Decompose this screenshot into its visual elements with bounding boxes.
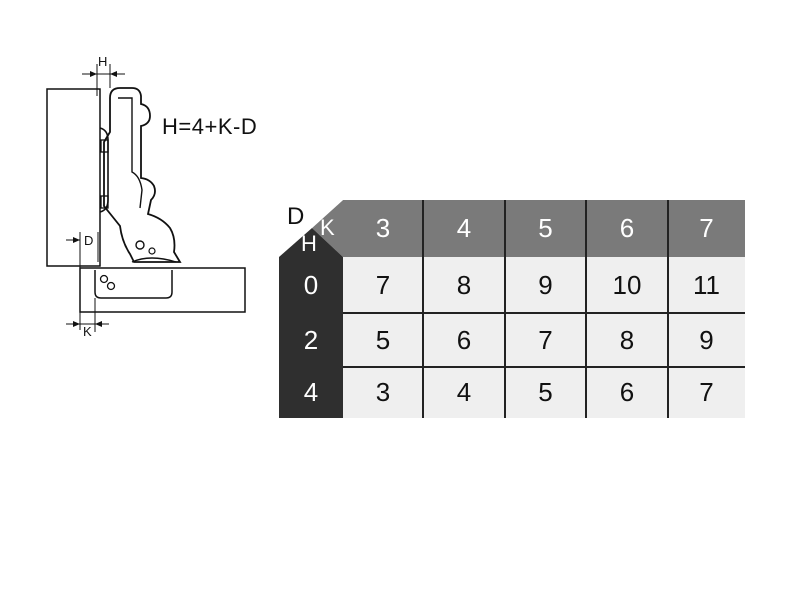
overlay-lookup-table: D K H 3 4 5 6 7 0 2 4 7 8 9 10 11 5 6 7 … [279, 200, 745, 418]
table-cell: 5 [505, 367, 586, 418]
corner-k-triangle [312, 200, 343, 257]
overlay-formula: H=4+K-D [162, 114, 258, 139]
table-cell: 4 [423, 367, 505, 418]
k-header-cell: 3 [343, 200, 423, 257]
corner-label-h: H [301, 231, 317, 256]
door-panel [79, 267, 246, 313]
k-header-cell: 6 [586, 200, 668, 257]
pivot-pin [135, 240, 145, 250]
table-grid-line [343, 366, 745, 368]
corner-d-triangle [279, 200, 343, 228]
table-grid-line [585, 200, 587, 418]
k-arrow-left [73, 321, 80, 327]
h-dimension-label: H [98, 54, 107, 69]
table-cell: 3 [343, 367, 423, 418]
k-header-cell: 5 [505, 200, 586, 257]
h-header-cell: 0 [279, 257, 343, 313]
table-cell: 6 [586, 367, 668, 418]
table-cell: 7 [505, 313, 586, 367]
hinge-arm [103, 87, 182, 263]
h-header-cell: 2 [279, 313, 343, 367]
corner-label-k: K [320, 215, 335, 240]
table-grid-line [504, 200, 506, 418]
d-dimension-label: D [84, 233, 93, 248]
table-grid-line [343, 312, 745, 314]
table-cell: 8 [586, 313, 668, 367]
h-header-cell: 4 [279, 367, 343, 418]
table-grid-line [667, 200, 669, 418]
cup-screw-hole [106, 281, 116, 291]
mounting-plate [99, 127, 109, 213]
k-header-cell: 7 [668, 200, 745, 257]
table-cell: 7 [668, 367, 745, 418]
table-cell: 7 [343, 257, 423, 313]
table-corner-header [279, 200, 343, 257]
cabinet-side-panel [46, 88, 101, 267]
d-arrow [73, 237, 80, 243]
table-cell: 10 [586, 257, 668, 313]
mounting-plate-screw [100, 139, 109, 153]
table-cell: 11 [668, 257, 745, 313]
h-arrow-left [90, 71, 97, 77]
k-dimension-label: K [83, 324, 92, 339]
k-arrow-right [95, 321, 102, 327]
table-cell: 9 [505, 257, 586, 313]
table-cell: 5 [343, 313, 423, 367]
mounting-plate-screw [100, 195, 109, 209]
table-cell: 6 [423, 313, 505, 367]
table-cell: 9 [668, 313, 745, 367]
corner-label-d: D [287, 203, 305, 230]
table-grid-line [422, 200, 424, 418]
hinge-arm-inner-contour [118, 97, 143, 209]
k-header-cell: 4 [423, 200, 505, 257]
pivot-pin [148, 247, 156, 255]
hinge-cup [94, 270, 173, 299]
h-arrow-right [110, 71, 117, 77]
corner-h-triangle [279, 228, 343, 257]
hinge-knuckle [131, 257, 177, 263]
table-cell: 8 [423, 257, 505, 313]
cup-screw-hole [99, 274, 109, 284]
